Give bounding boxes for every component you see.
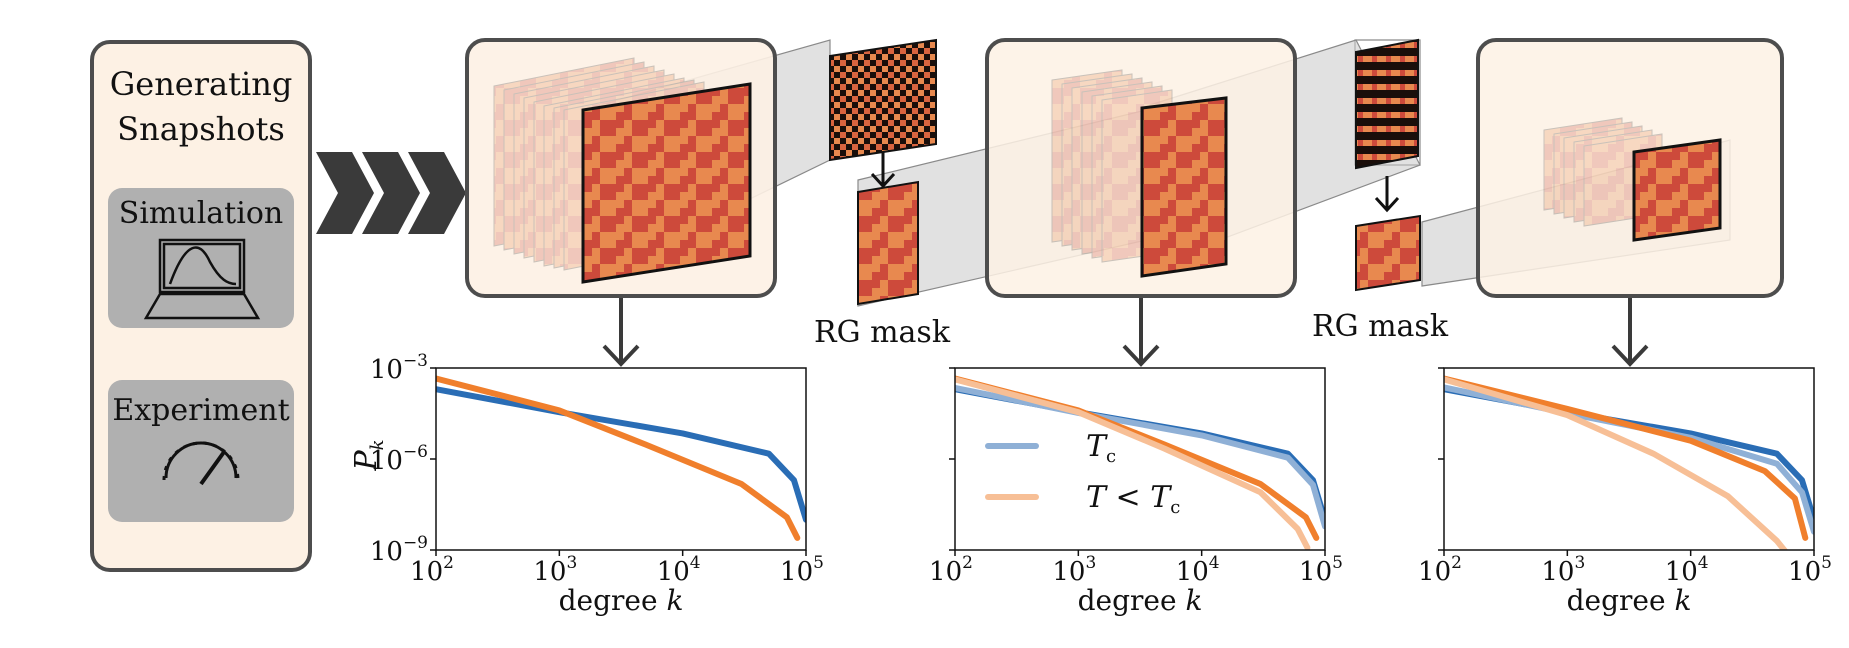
lattice-snapshot <box>581 82 752 284</box>
experiment-box <box>108 380 294 522</box>
x-axis-label: degree k <box>1567 584 1692 617</box>
series-line <box>436 386 806 523</box>
x-tick-label: 102 <box>929 553 973 587</box>
generator-title-line1: Generating <box>110 65 293 103</box>
snapshot-panel-3 <box>1476 38 1784 298</box>
series-line <box>955 376 1311 550</box>
plot-2: 102 103 104 105 degree k Tc T < Tc <box>929 367 1343 617</box>
x-tick-label: 103 <box>533 553 577 587</box>
rg-label: RG mask <box>814 315 951 350</box>
simulation-label: Simulation <box>119 196 283 231</box>
y-tick-label: 10−3 <box>370 351 428 385</box>
series-line <box>1444 376 1789 550</box>
y-axis-label: Pk <box>349 439 388 471</box>
stripe-mask <box>1355 38 1419 170</box>
chevron-arrows <box>316 152 466 234</box>
lattice-snapshot <box>1632 138 1722 242</box>
rg-mask-1: RG mask <box>814 38 951 350</box>
coarse-lattice <box>857 180 919 306</box>
x-tick-label: 104 <box>1665 553 1709 587</box>
laptop-icon <box>143 238 261 320</box>
legend-label-t: T < Tc <box>1086 480 1180 518</box>
lattice-snapshot <box>1140 96 1228 278</box>
x-tick-label: 104 <box>657 553 701 587</box>
x-tick-label: 105 <box>780 553 824 587</box>
rg-mask-2: RG mask <box>1312 38 1449 344</box>
plot-3: 102 103 104 105 degree k <box>1418 367 1832 617</box>
chevron-icon <box>362 152 420 234</box>
chevron-icon <box>408 152 466 234</box>
series-line <box>1444 375 1809 541</box>
y-tick-label: 10−9 <box>370 533 428 567</box>
x-tick-label: 104 <box>1176 553 1220 587</box>
x-tick-label: 105 <box>1299 553 1343 587</box>
x-axis-label: degree k <box>559 584 684 617</box>
legend: Tc T < Tc <box>985 429 1180 518</box>
experiment-label: Experiment <box>112 393 289 428</box>
down-arrow-icon <box>1122 344 1160 367</box>
chevron-icon <box>316 152 374 234</box>
snapshot-panel-1 <box>465 38 777 298</box>
snapshot-panel-2 <box>985 38 1297 298</box>
x-axis-label: degree k <box>1078 584 1203 617</box>
legend-label-tc: Tc <box>1086 429 1116 467</box>
series-line <box>1444 384 1814 535</box>
x-tick-label: 102 <box>1418 553 1462 587</box>
gauge-icon <box>162 441 240 486</box>
generator-title-line2: Snapshots <box>117 110 285 148</box>
series-line <box>1444 386 1814 523</box>
panel-down-arrows <box>602 298 1649 367</box>
x-tick-label: 102 <box>410 553 454 587</box>
down-arrow-icon <box>602 344 640 367</box>
x-tick-label: 105 <box>1788 553 1832 587</box>
x-tick-label: 103 <box>1541 553 1585 587</box>
simulation-box <box>108 188 294 328</box>
generator-panel: Generating Snapshots Simulation Experime… <box>90 40 312 572</box>
rg-label: RG mask <box>1312 309 1449 344</box>
down-arrow-icon <box>1611 344 1649 367</box>
series-line <box>436 375 801 541</box>
coarse-lattice <box>1355 214 1421 292</box>
x-tick-label: 103 <box>1052 553 1096 587</box>
checker-mask <box>829 38 937 162</box>
